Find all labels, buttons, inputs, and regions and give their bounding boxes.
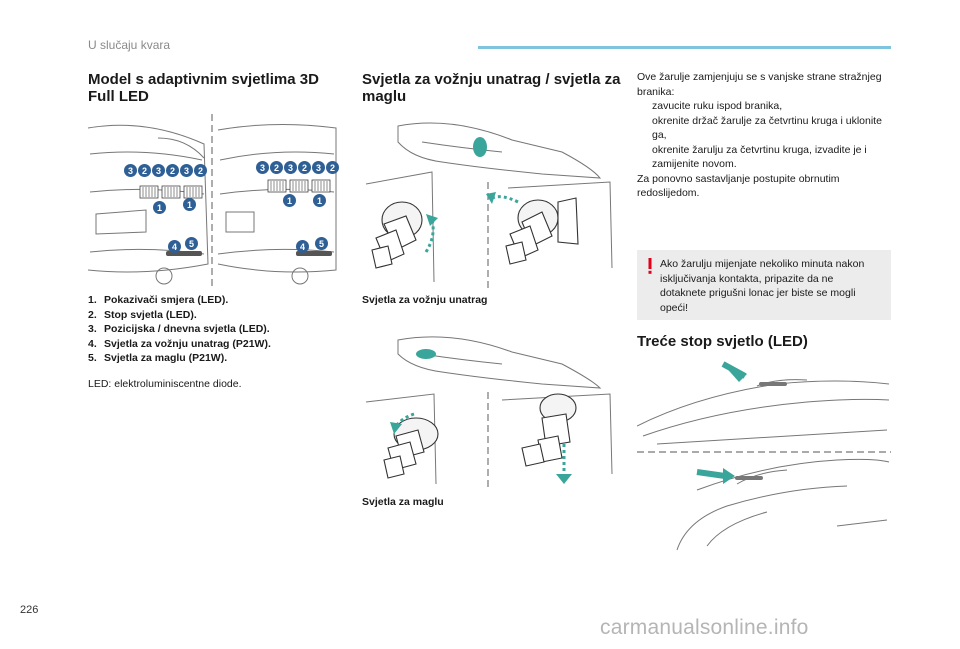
bulb-list: 1.Pokazivači smjera (LED). 2.Stop svjetl…	[88, 293, 348, 366]
warning-box: Ako žarulju mijenjate nekoliko minuta na…	[637, 250, 891, 320]
callout-3: 3	[284, 161, 297, 174]
callout-2: 2	[194, 164, 207, 177]
warning-icon	[648, 258, 652, 274]
callout-2: 2	[138, 164, 151, 177]
checkbox-icon	[637, 99, 652, 114]
rear-lights-figure: 3 2 3 2 3 2 3 2 3 2 3 2 1 1 1 1 4 5 4 5	[86, 114, 339, 286]
callout-4: 4	[296, 240, 309, 253]
reverse-light-figure	[362, 112, 618, 288]
reassembly-note: Za ponovno sastavljanje postupite obrnut…	[637, 172, 840, 200]
instructions-intro: Ove žarulje zamjenjuju se s vanjske stra…	[637, 71, 882, 98]
callout-row-left: 3 2 3 2 3 2	[124, 164, 207, 177]
callout-3: 3	[124, 164, 137, 177]
heading-third-stop-light: Treće stop svjetlo (LED)	[637, 333, 808, 350]
caption-fog: Svjetla za maglu	[362, 496, 444, 508]
callout-1: 1	[183, 198, 196, 211]
callout-row-right: 3 2 3 2 3 2	[256, 161, 339, 174]
checkbox-icon	[637, 143, 652, 172]
callout-2: 2	[298, 161, 311, 174]
instructions: Ove žarulje zamjenjuju se s vanjske stra…	[637, 70, 891, 201]
callout-5: 5	[185, 237, 198, 250]
list-item: 3.Pozicijska / dnevna svjetla (LED).	[88, 323, 270, 335]
list-item: 1.Pokazivači smjera (LED).	[88, 294, 229, 306]
callout-3: 3	[256, 161, 269, 174]
callout-5: 5	[315, 237, 328, 250]
callout-2: 2	[326, 161, 339, 174]
checkbox-icon	[637, 114, 652, 143]
callout-4: 4	[168, 240, 181, 253]
led-note: LED: elektroluminiscentne diode.	[88, 378, 242, 390]
list-item: 2.Stop svjetla (LED).	[88, 308, 197, 321]
list-item: 4.Svjetla za vožnju unatrag (P21W).	[88, 337, 271, 350]
heading-model-3d-led: Model s adaptivnim svjetlima 3D Full LED	[88, 71, 319, 105]
callout-2: 2	[270, 161, 283, 174]
watermark: carmanualsonline.info	[600, 616, 809, 639]
callout-1: 1	[313, 194, 326, 207]
callout-3: 3	[312, 161, 325, 174]
heading-reverse-fog: Svjetla za vožnju unatrag / svjetla za m…	[362, 71, 621, 105]
callout-2: 2	[166, 164, 179, 177]
callout-3: 3	[152, 164, 165, 177]
callout-3: 3	[180, 164, 193, 177]
section-label: U slučaju kvara	[88, 38, 171, 52]
list-item: 5.Svjetla za maglu (P21W).	[88, 352, 228, 364]
fog-light-figure	[362, 314, 618, 490]
list-item: okrenite držač žarulje za četvrtinu krug…	[637, 114, 891, 143]
page-number: 226	[20, 604, 39, 616]
list-item: zavucite ruku ispod branika,	[637, 99, 891, 114]
callout-1: 1	[283, 194, 296, 207]
callout-1: 1	[153, 201, 166, 214]
header-accent-bar	[478, 46, 891, 49]
third-stop-light-figure	[637, 360, 891, 552]
caption-reverse: Svjetla za vožnju unatrag	[362, 294, 488, 306]
warning-text: Ako žarulju mijenjate nekoliko minuta na…	[660, 258, 865, 314]
list-item: okrenite žarulju za četvrtinu kruga, izv…	[637, 143, 891, 172]
